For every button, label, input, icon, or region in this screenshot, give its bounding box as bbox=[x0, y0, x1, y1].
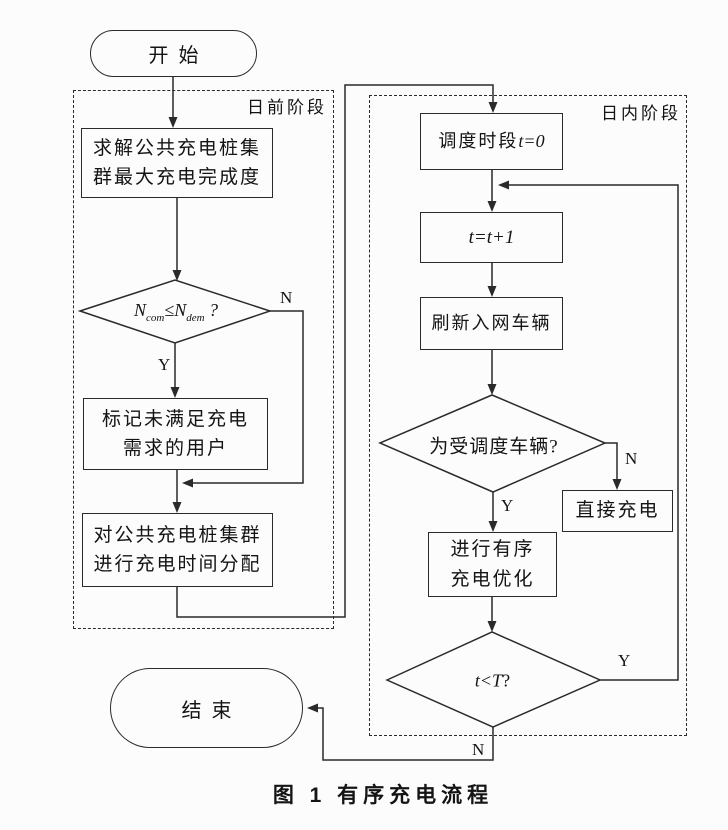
init-period-prefix: 调度时段 bbox=[438, 130, 519, 151]
loop-yes-label: Y bbox=[618, 651, 631, 670]
refresh-vehicles-label: 刷新入网车辆 bbox=[431, 312, 552, 333]
solve-completion-box: 求解公共充电桩集 群最大充电完成度 bbox=[81, 128, 273, 198]
direct-charge-box: 直接充电 bbox=[562, 490, 673, 532]
direct-charge-label: 直接充电 bbox=[575, 500, 660, 522]
init-period-var: t bbox=[518, 130, 524, 151]
intra-day-stage-label: 日内阶段 bbox=[601, 104, 681, 123]
increment-box: t=t+1 bbox=[420, 212, 563, 263]
capacity-lhs: N bbox=[133, 300, 146, 321]
start-terminal: 开始 bbox=[90, 30, 257, 77]
loop-expression: t<T bbox=[474, 670, 503, 691]
refresh-vehicles-box: 刷新入网车辆 bbox=[420, 297, 563, 350]
init-period-box: 调度时段t=0 bbox=[420, 113, 563, 170]
dispatch-yes-label: Y bbox=[501, 496, 514, 515]
day-ahead-stage-label: 日前阶段 bbox=[247, 98, 327, 117]
mark-users-line2: 需求的用户 bbox=[122, 438, 228, 459]
capacity-rhs-sub: dem bbox=[186, 311, 205, 324]
increment-expression: t=t+1 bbox=[468, 226, 515, 248]
capacity-lhs-sub: com bbox=[145, 311, 165, 324]
capacity-question-mark: ? bbox=[204, 300, 219, 321]
start-label: 开始 bbox=[148, 45, 209, 67]
dispatch-no-label: N bbox=[625, 449, 638, 468]
figure-caption: 图 1 有序充电流程 bbox=[272, 784, 494, 807]
end-terminal: 结束 bbox=[110, 668, 303, 748]
init-period-suffix: =0 bbox=[523, 130, 545, 151]
dispatch-check-text: 为受调度车辆? bbox=[429, 436, 559, 458]
ordered-optimization-line1: 进行有序 bbox=[450, 539, 535, 561]
capacity-no-label: N bbox=[280, 288, 293, 307]
intra-day-stage-box bbox=[369, 95, 687, 736]
end-label: 结束 bbox=[181, 699, 242, 722]
ordered-optimization-box: 进行有序 充电优化 bbox=[428, 532, 557, 597]
solve-completion-line1: 求解公共充电桩集 bbox=[92, 137, 261, 159]
allocate-time-box: 对公共充电桩集群 进行充电时间分配 bbox=[82, 513, 273, 587]
allocate-time-line1: 对公共充电桩集群 bbox=[93, 524, 262, 546]
capacity-check-text: Ncom≤Ndem ? bbox=[134, 300, 218, 324]
loop-no-label: N bbox=[472, 740, 485, 759]
solve-completion-line2: 群最大充电完成度 bbox=[92, 167, 261, 188]
allocate-time-line2: 进行充电时间分配 bbox=[93, 554, 262, 575]
loop-check-text: t<T? bbox=[475, 671, 511, 692]
mark-users-line1: 标记未满足充电 bbox=[101, 408, 249, 430]
mark-users-box: 标记未满足充电 需求的用户 bbox=[83, 398, 268, 470]
capacity-operator: ≤ bbox=[164, 300, 175, 321]
ordered-optimization-line2: 充电优化 bbox=[450, 568, 535, 590]
capacity-rhs: N bbox=[174, 300, 187, 321]
capacity-yes-label: Y bbox=[158, 355, 171, 374]
loop-question-mark: ? bbox=[502, 670, 512, 691]
